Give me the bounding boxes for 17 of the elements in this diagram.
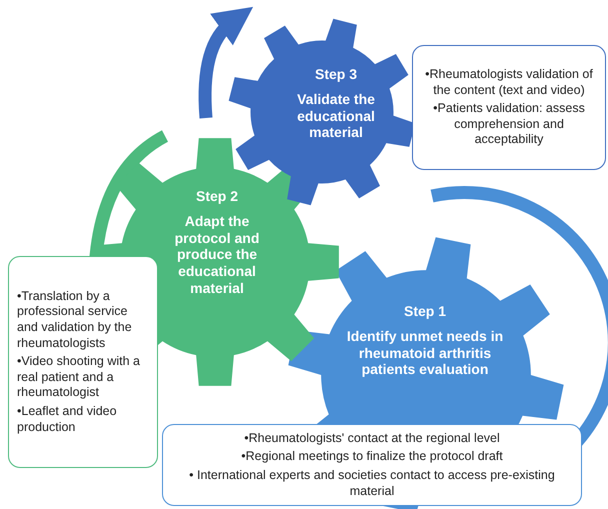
step-title: Adapt the protocol and produce the educational material — [174, 212, 260, 297]
bullet-text: • International experts and societies contact to access pre-existing material — [188, 468, 556, 500]
step-title: Identify unmet needs in rheumatoid arthritis patients evaluation — [346, 328, 504, 378]
step-heading: Step 1 — [404, 303, 446, 320]
bullet-text: •Translation by a professional service and validation by the rheumatologists — [17, 288, 133, 352]
bullet-text: •Leaflet and video production — [17, 404, 118, 436]
bullet-text: •Rheumatologists' contact at the regional level — [244, 430, 500, 446]
step-title: Validate the educational material — [296, 90, 376, 142]
step-heading: Step 3 — [314, 66, 357, 83]
note-box — [412, 45, 606, 170]
note-box — [162, 424, 582, 506]
bullet-text: •Regional meetings to finalize the protocol draft — [241, 449, 503, 465]
note-box — [8, 256, 158, 468]
bullet-text: •Video shooting with a real patient and a rheumatologist — [17, 354, 141, 402]
step-heading: Step 2 — [196, 188, 238, 205]
bullet-text: •Rheumatologists validation of the content (text and video) — [424, 66, 594, 98]
bullet-text: •Patients validation: assess comprehension and acceptability — [432, 101, 586, 148]
